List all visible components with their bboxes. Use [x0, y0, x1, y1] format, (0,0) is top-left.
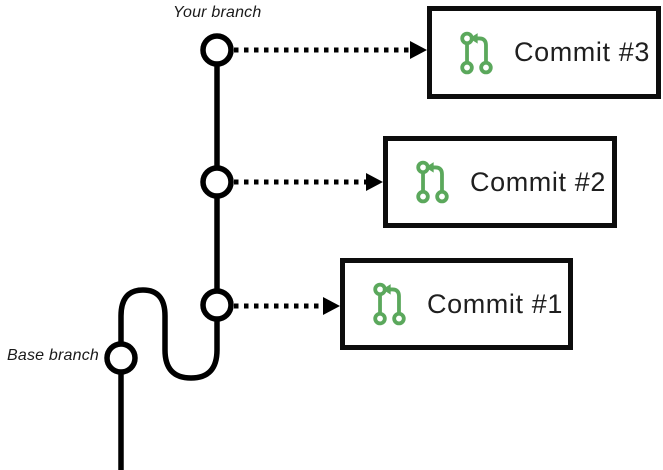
arrowhead-commit-1	[323, 297, 340, 315]
commit-card-3: Commit #3	[427, 6, 661, 99]
base-branch-node	[104, 341, 138, 375]
commit-label: Commit #1	[427, 288, 563, 319]
git-pull-request-icon	[373, 282, 406, 326]
commit-node-1	[200, 288, 234, 322]
git-pull-request-icon	[460, 31, 493, 74]
commit-node-3	[200, 33, 234, 67]
commit-card-2: Commit #2	[383, 136, 617, 228]
base-branch-curve	[118, 287, 220, 470]
arrowhead-commit-3	[410, 41, 427, 59]
commit-node-2	[200, 165, 234, 199]
your-branch-label: Your branch	[173, 4, 262, 21]
git-pull-request-icon	[416, 160, 449, 204]
base-branch-label: Base branch	[7, 347, 100, 364]
arrowhead-commit-2	[366, 173, 383, 191]
commit-label: Commit #3	[514, 37, 650, 67]
commit-label: Commit #2	[470, 166, 606, 197]
commit-card-1: Commit #1	[340, 258, 573, 350]
